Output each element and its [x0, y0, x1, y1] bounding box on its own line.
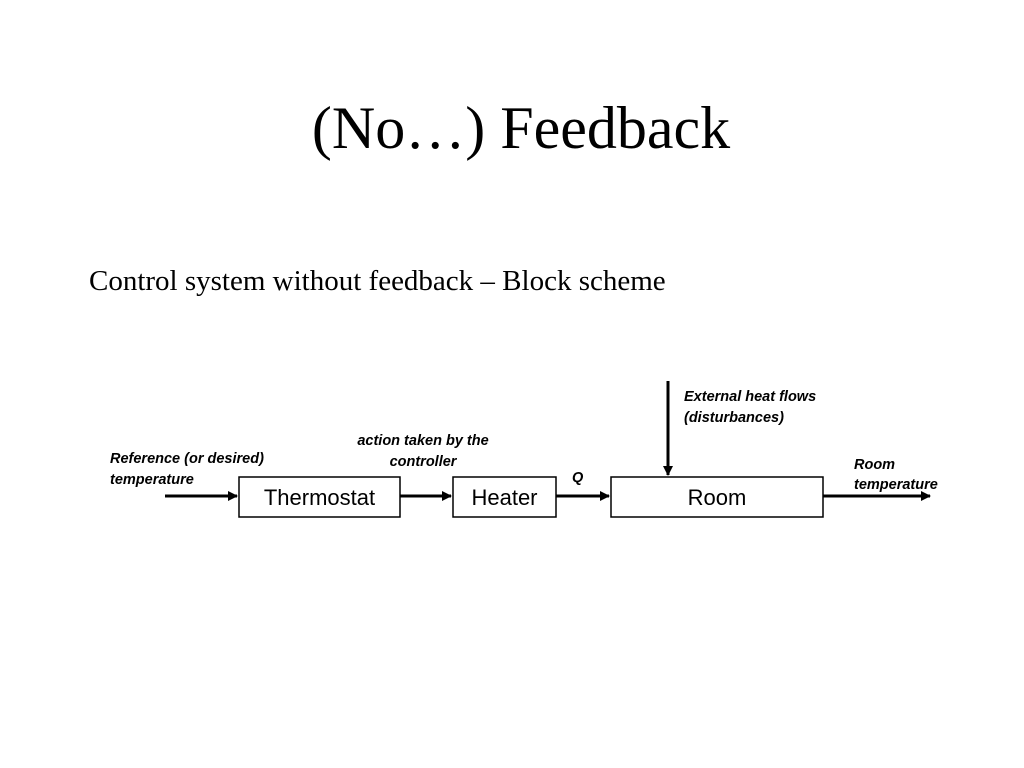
output-label-line2: temperature [854, 477, 938, 493]
heater-label: Heater [471, 485, 537, 510]
action-label-line2: controller [390, 454, 458, 470]
reference-label-line2: temperature [110, 472, 194, 488]
slide-title: (No…) Feedback [311, 95, 731, 161]
reference-label-line1: Reference (or desired) [110, 451, 264, 467]
action-label-line1: action taken by the [357, 433, 488, 449]
disturbance-label-line2: (disturbances) [684, 410, 784, 426]
slide-subtitle: Control system without feedback – Block … [89, 265, 666, 297]
room-label: Room [688, 485, 747, 510]
output-label-line1: Room [854, 457, 895, 473]
q-label: Q [572, 470, 584, 486]
disturbance-label-line1: External heat flows [684, 389, 816, 405]
thermostat-block [238, 476, 401, 518]
thermostat-label: Thermostat [264, 485, 375, 510]
